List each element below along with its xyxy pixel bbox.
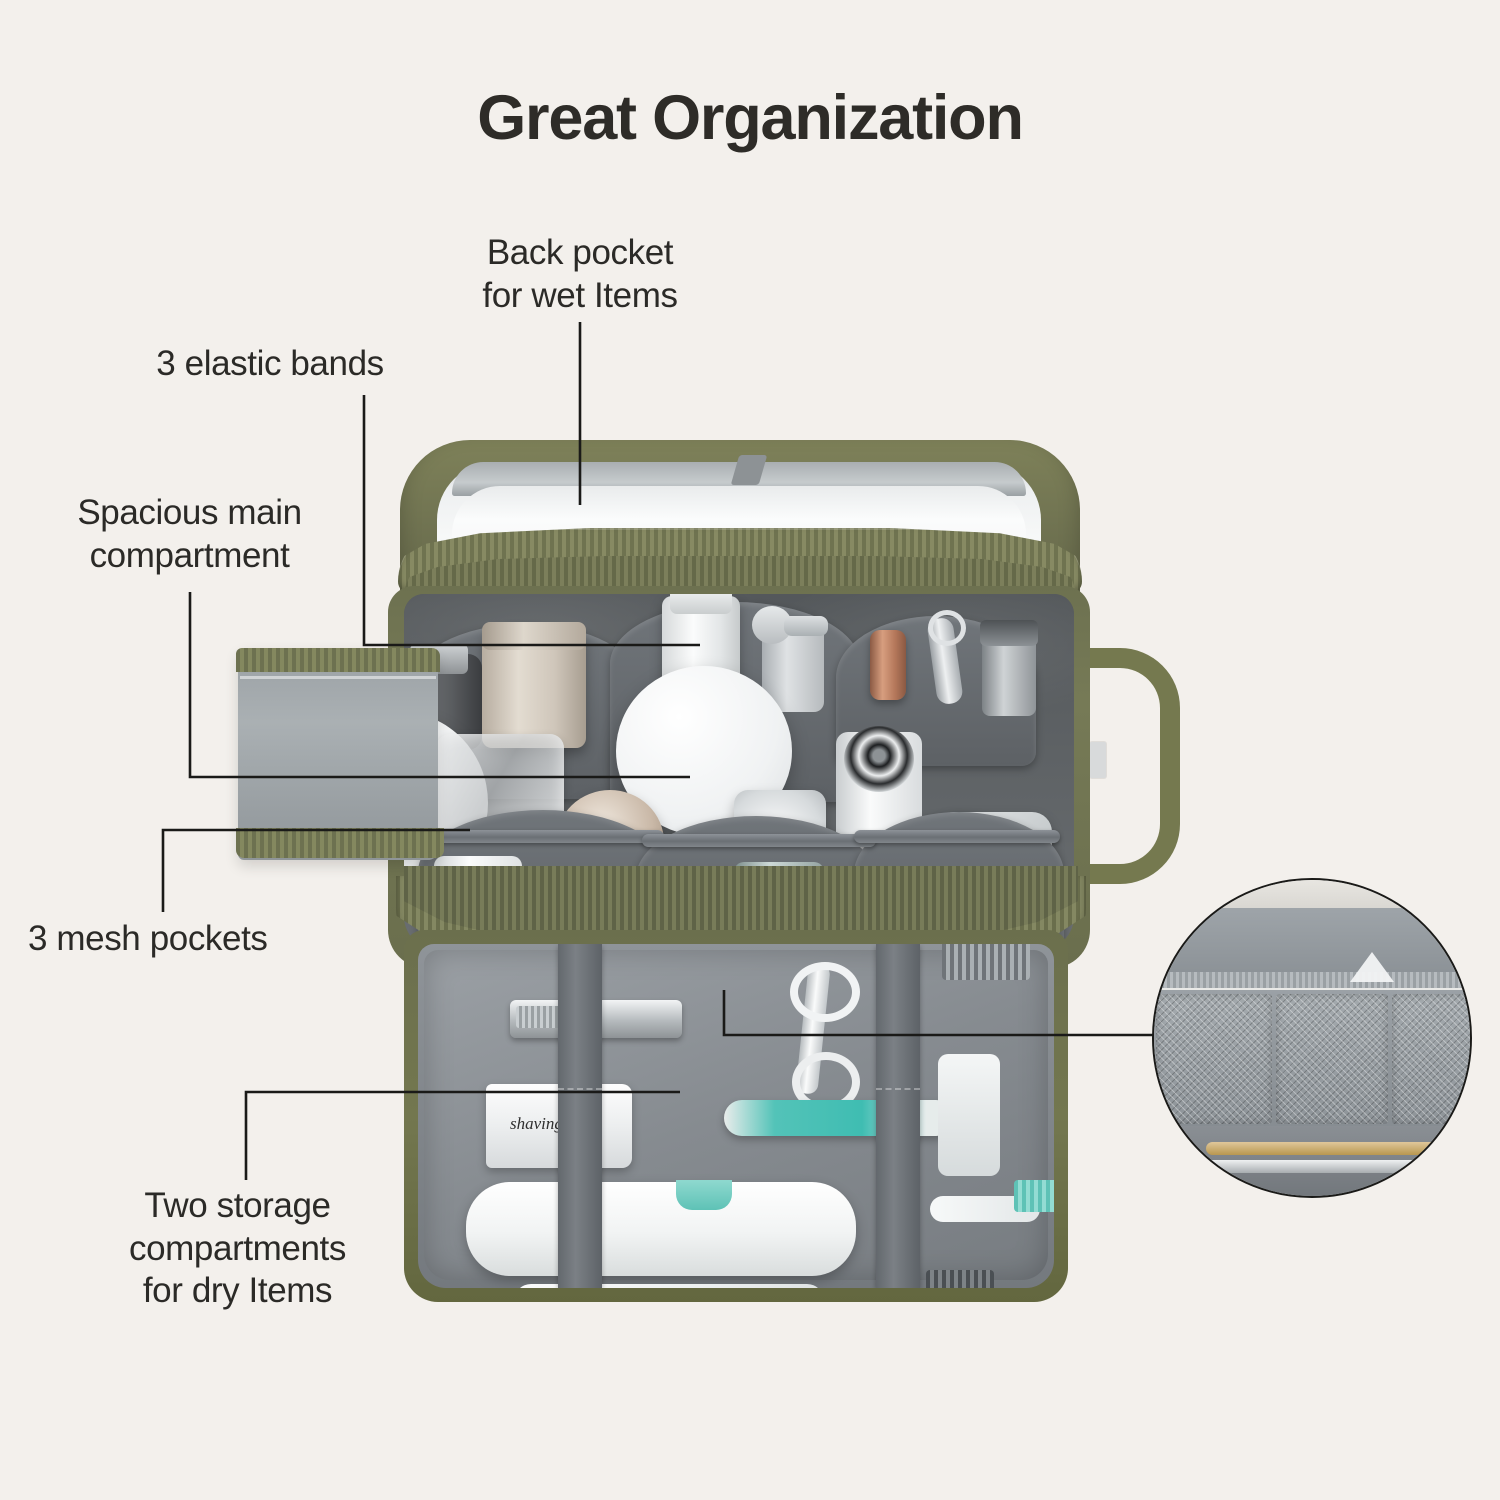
inset-photo <box>1154 880 1470 1196</box>
lower-compartment: shaving <box>418 944 1054 1288</box>
elastic-band-1 <box>414 830 664 843</box>
callout-elastic-bands: 3 elastic bands <box>156 344 384 383</box>
callout-mesh-pockets: 3 mesh pockets <box>28 919 268 958</box>
inset-zipper <box>1154 972 1470 988</box>
callout-two-storage: Two storage compartments for dry Items <box>129 1186 346 1311</box>
page-title: Great Organization <box>477 83 1024 153</box>
item-white-pump-bottle-cap <box>670 594 732 614</box>
tool-toothbrush-1-bristles <box>1014 1180 1054 1212</box>
inset-rod-gold <box>1206 1142 1470 1155</box>
tool-comb <box>942 944 1030 980</box>
item-tweezers-loop <box>928 610 966 646</box>
tool-electric-toothbrush-button <box>676 1180 732 1210</box>
brand-tag <box>1090 742 1106 778</box>
inset-white-tag <box>1350 952 1394 982</box>
inset-mesh-pocket-2 <box>1276 994 1388 1124</box>
inset-upper-panel <box>1154 908 1470 974</box>
tube-label: shaving <box>510 1114 563 1133</box>
item-gray-dispenser-nozzle <box>784 616 828 636</box>
tool-razor-head <box>938 1054 1000 1176</box>
elastic-strap-left <box>558 944 602 1288</box>
inset-mesh-row <box>1154 990 1470 1130</box>
mesh-pocket-detail-inset <box>1152 878 1472 1198</box>
item-metal-cylinder-cap <box>980 620 1038 646</box>
tool-toothbrush-3-bristles <box>926 1270 994 1288</box>
inset-mesh-pocket-3 <box>1392 994 1470 1124</box>
side-flap-bottom-trim <box>236 828 444 858</box>
side-flap-top-trim <box>236 648 440 672</box>
tool-scissors-ring-1 <box>790 962 860 1022</box>
inset-mesh-pocket-1 <box>1156 994 1272 1124</box>
elastic-strap-right <box>876 944 920 1288</box>
elastic-band-2 <box>642 834 876 847</box>
inset-rod-silver <box>1194 1160 1470 1173</box>
tool-electric-toothbrush <box>466 1182 856 1276</box>
item-tan-jar-lid <box>482 622 586 650</box>
callout-spacious-main: Spacious main compartment <box>77 493 302 575</box>
inset-background-edge <box>1154 880 1470 910</box>
item-rose-gold-lipstick <box>870 630 906 700</box>
tool-toothbrush-2-handle <box>514 1284 824 1288</box>
elastic-band-3 <box>854 830 1060 843</box>
callout-back-pocket: Back pocket for wet Items <box>482 233 678 315</box>
item-ringed-white-bottle-cap <box>844 726 914 792</box>
side-flap-seam <box>240 676 436 679</box>
